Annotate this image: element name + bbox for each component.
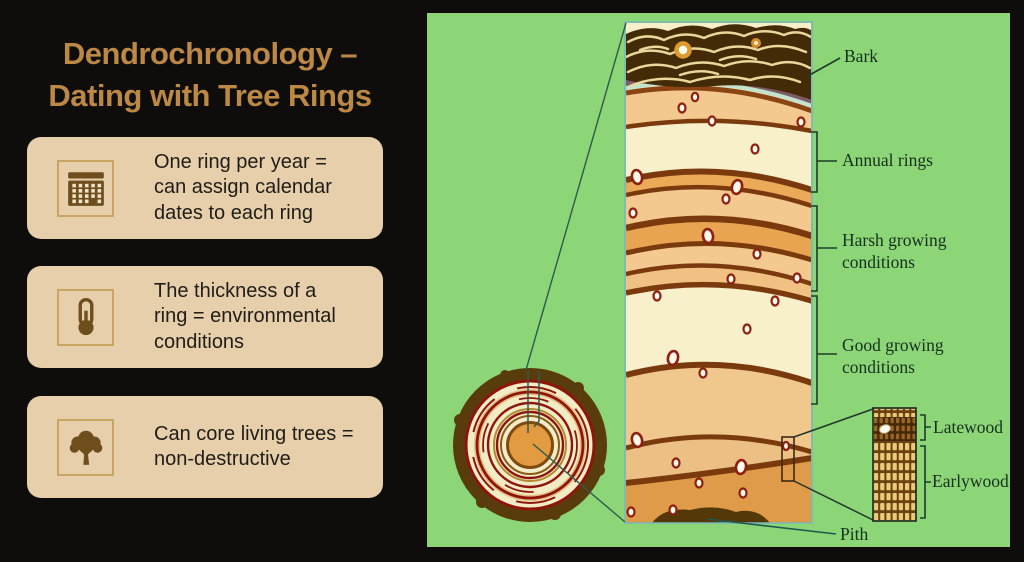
latewood-sample-box <box>781 436 795 482</box>
card-line: ring = environmental <box>154 305 336 328</box>
card-line: The thickness of a <box>154 279 317 302</box>
label-harsh-1: Harsh growing <box>842 230 947 250</box>
earlywood-band <box>874 441 916 520</box>
calendar-icon-box <box>57 159 114 217</box>
card-line: One ring per year = <box>154 150 327 173</box>
bark-region <box>626 24 811 100</box>
card-line: Can core living trees = <box>154 422 354 445</box>
card-text: Can core living trees = non-destructive <box>154 422 354 473</box>
page-title: Dendrochronology – Dating with Tree Ring… <box>10 33 410 117</box>
label-lines <box>706 57 931 535</box>
card-line: non-destructive <box>154 448 291 470</box>
bark-knot <box>674 41 692 59</box>
label-harsh-2: conditions <box>842 252 915 272</box>
bark-knot <box>751 38 761 48</box>
thermometer-icon <box>77 297 94 336</box>
zoom-connector-lines <box>525 22 627 523</box>
resin-ducts <box>626 91 806 518</box>
pith-center <box>506 421 554 469</box>
log-cross-section <box>453 368 607 522</box>
tree-icon-box <box>57 418 114 476</box>
label-pith: Pith <box>840 524 868 544</box>
label-latewood: Latewood <box>933 417 1003 437</box>
title-line-1: Dendrochronology – <box>62 36 358 71</box>
label-annual-rings: Annual rings <box>842 150 933 170</box>
card-line: conditions <box>154 330 245 353</box>
label-earlywood: Earlywood <box>932 471 1009 491</box>
pith-region <box>652 507 770 523</box>
label-bark: Bark <box>844 46 878 66</box>
label-good-1: Good growing <box>842 335 944 355</box>
thermometer-icon-box <box>57 288 114 346</box>
card-line: can assign calendar <box>154 176 332 199</box>
card-text: The thickness of a ring = environmental … <box>154 279 336 356</box>
cell-inset <box>793 407 917 522</box>
tree-ring-diagram-panel: Bark Annual rings Harsh growing conditio… <box>427 13 1010 547</box>
card-line: dates to each ring <box>154 201 313 224</box>
core-sample-outline <box>527 371 540 433</box>
tree-ring-diagram: Bark Annual rings Harsh growing conditio… <box>453 21 1009 544</box>
trunk-outline <box>624 21 813 524</box>
label-good-2: conditions <box>842 357 915 377</box>
fact-card-ring-thickness: The thickness of a ring = environmental … <box>27 266 383 368</box>
trunk-core-magnified <box>626 23 811 523</box>
tree-icon <box>69 430 102 465</box>
calendar-icon <box>67 172 104 206</box>
title-line-2: Dating with Tree Rings <box>48 78 372 113</box>
fact-card-core-living-trees: Can core living trees = non-destructive <box>27 396 383 498</box>
card-text: One ring per year = can assign calendar … <box>154 150 332 227</box>
fact-card-one-ring-per-year: One ring per year = can assign calendar … <box>27 137 383 239</box>
